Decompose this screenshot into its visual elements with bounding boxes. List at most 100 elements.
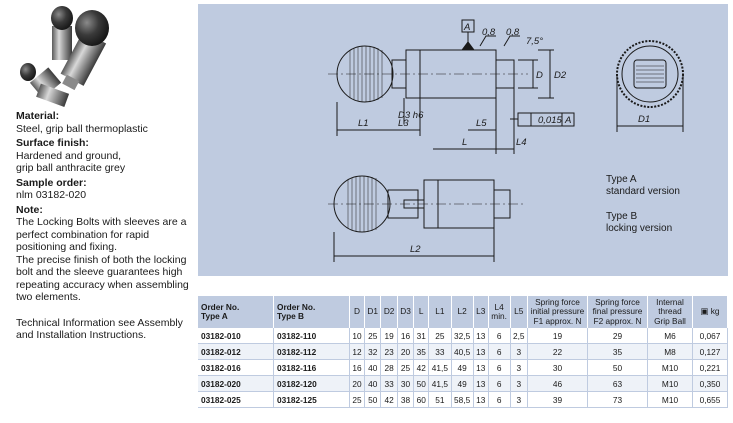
note-line: repeating accuracy when assembling bbox=[16, 278, 189, 291]
cell-d1: 50 bbox=[364, 391, 382, 408]
cell-d3: 20 bbox=[397, 343, 415, 360]
cell-l: 60 bbox=[413, 391, 430, 408]
cell-d: 10 bbox=[349, 328, 365, 344]
cell-a: 03182-012 bbox=[198, 343, 274, 360]
cell-a: 03182-016 bbox=[198, 359, 274, 376]
material-value: Steel, grip ball thermoplastic bbox=[16, 122, 148, 135]
surface-finish-line: Hardened and ground, bbox=[16, 149, 122, 162]
cell-d: 12 bbox=[349, 343, 365, 360]
cell-d2: 42 bbox=[380, 391, 398, 408]
cell-f2: 29 bbox=[587, 328, 648, 344]
cell-l3: 13 bbox=[473, 343, 489, 360]
product-photo bbox=[4, 4, 112, 109]
cell-b: 03182-125 bbox=[273, 391, 350, 408]
cell-f1: 22 bbox=[527, 343, 588, 360]
header-d: D bbox=[349, 296, 365, 328]
cell-l5: 2,5 bbox=[510, 328, 529, 344]
cell-f2: 50 bbox=[587, 359, 648, 376]
cell-l5: 3 bbox=[510, 391, 529, 408]
cell-l1: 41,5 bbox=[428, 375, 452, 392]
cell-l1: 41,5 bbox=[428, 359, 452, 376]
cell-kg: 0,655 bbox=[692, 391, 728, 408]
cell-b: 03182-116 bbox=[273, 359, 350, 376]
cell-l: 31 bbox=[413, 328, 430, 344]
cell-l5: 3 bbox=[510, 375, 529, 392]
cell-l2: 40,5 bbox=[451, 343, 474, 360]
technical-info-line: Technical Information see Assembly bbox=[16, 316, 183, 329]
label-l4: L4 bbox=[516, 137, 527, 148]
cell-thread: M10 bbox=[647, 391, 693, 408]
cell-a: 03182-020 bbox=[198, 375, 274, 392]
cell-thread: M8 bbox=[647, 343, 693, 360]
cell-d3: 16 bbox=[397, 328, 415, 344]
type-b-subtitle: locking version bbox=[606, 223, 673, 234]
cell-d1: 32 bbox=[364, 343, 382, 360]
cell-kg: 0,127 bbox=[692, 343, 728, 360]
cell-thread: M10 bbox=[647, 359, 693, 376]
cell-d1: 25 bbox=[364, 328, 382, 344]
cell-l2: 58,5 bbox=[451, 391, 474, 408]
cell-l4: 6 bbox=[488, 343, 511, 360]
cell-l3: 13 bbox=[473, 375, 489, 392]
cell-l1: 33 bbox=[428, 343, 452, 360]
cell-l3: 13 bbox=[473, 391, 489, 408]
label-tolerance: 0,015 bbox=[538, 115, 562, 126]
cell-l3: 13 bbox=[473, 328, 489, 344]
label-d2: D2 bbox=[554, 70, 567, 81]
cell-l2: 49 bbox=[451, 359, 474, 376]
header-weight: ▣ kg bbox=[692, 296, 728, 328]
note-line: bolt and the sleeve guarantees high bbox=[16, 266, 183, 278]
cell-thread: M10 bbox=[647, 375, 693, 392]
cell-d: 16 bbox=[349, 359, 365, 376]
note-line: The precise finish of both the locking bbox=[16, 253, 187, 266]
cell-d1: 40 bbox=[364, 375, 382, 392]
cell-b: 03182-120 bbox=[273, 375, 350, 392]
cell-b: 03182-112 bbox=[273, 343, 350, 360]
cell-d2: 33 bbox=[380, 375, 398, 392]
label-d1: D1 bbox=[638, 114, 650, 125]
label-d3: D3 h6 bbox=[398, 110, 424, 121]
cell-l4: 6 bbox=[488, 359, 511, 376]
cell-f1: 39 bbox=[527, 391, 588, 408]
cell-l4: 6 bbox=[488, 391, 511, 408]
cell-l: 42 bbox=[413, 359, 430, 376]
header-l1: L1 bbox=[428, 296, 452, 328]
cell-f1: 30 bbox=[527, 359, 588, 376]
cell-l2: 49 bbox=[451, 375, 474, 392]
cell-d: 20 bbox=[349, 375, 365, 392]
cell-kg: 0,067 bbox=[692, 328, 728, 344]
cell-d1: 40 bbox=[364, 359, 382, 376]
label-l5: L5 bbox=[476, 118, 487, 129]
material-heading: Material: bbox=[16, 110, 60, 122]
cell-l1: 51 bbox=[428, 391, 452, 408]
label-d: D bbox=[536, 70, 543, 81]
note-heading: Note: bbox=[16, 203, 43, 216]
label-l: L bbox=[462, 137, 467, 148]
cell-kg: 0,350 bbox=[692, 375, 728, 392]
cell-l2: 32,5 bbox=[451, 328, 474, 344]
label-roughness-1: 0,8 bbox=[482, 27, 496, 38]
cell-l: 35 bbox=[413, 343, 430, 360]
note-line: two elements. bbox=[16, 291, 81, 303]
cell-d3: 38 bbox=[397, 391, 415, 408]
cell-d3: 30 bbox=[397, 375, 415, 392]
label-l3: L3 bbox=[398, 118, 409, 129]
label-tolerance-datum: A bbox=[564, 115, 571, 126]
label-datum: A bbox=[463, 22, 470, 33]
cell-f1: 19 bbox=[527, 328, 588, 344]
note-line: The Locking Bolts with sleeves are a bbox=[16, 216, 187, 228]
technical-drawing: A 0,8 0,8 7,5° D D2 D3 h6 D1 L1 L3 L5 L … bbox=[198, 4, 728, 276]
header-d2: D2 bbox=[380, 296, 398, 328]
header-l3: L3 bbox=[473, 296, 489, 328]
cell-d2: 19 bbox=[380, 328, 398, 344]
header-d3: D3 bbox=[397, 296, 415, 328]
type-b-note: Type B locking version bbox=[606, 211, 672, 235]
note-line: positioning and fixing. bbox=[16, 241, 117, 253]
cell-l4: 6 bbox=[488, 375, 511, 392]
